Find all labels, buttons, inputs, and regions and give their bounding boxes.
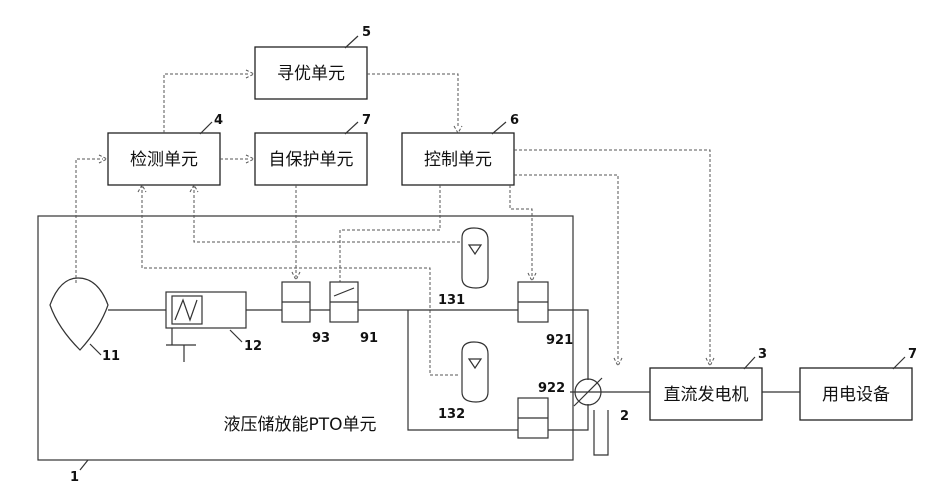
detect-label: 检测单元: [130, 150, 198, 170]
num-5: 5: [362, 25, 371, 40]
num-1: 1: [70, 470, 79, 485]
accumulator-131: [462, 228, 488, 288]
num-131: 131: [438, 293, 465, 308]
num-4: 4: [214, 113, 223, 128]
dc-generator-label: 直流发电机: [664, 385, 749, 405]
control-label: 控制单元: [424, 150, 492, 170]
num-132: 132: [438, 407, 465, 422]
accumulator-132: [462, 342, 488, 402]
num-7a: 7: [362, 113, 371, 128]
num-922: 922: [538, 381, 565, 396]
num-12: 12: [244, 339, 262, 354]
self-protect-label: 自保护单元: [269, 150, 354, 170]
optimize-label: 寻优单元: [277, 64, 345, 84]
num-2: 2: [620, 409, 629, 424]
num-6: 6: [510, 113, 519, 128]
num-11: 11: [102, 349, 120, 364]
num-3: 3: [758, 347, 767, 362]
num-921: 921: [546, 333, 573, 348]
component-11: [50, 278, 108, 350]
consumer-label: 用电设备: [822, 385, 890, 405]
num-7b: 7: [908, 347, 917, 362]
component-12: [166, 292, 246, 328]
num-91: 91: [360, 331, 378, 346]
num-93: 93: [312, 331, 330, 346]
pto-label: 液压储放能PTO单元: [223, 415, 376, 435]
